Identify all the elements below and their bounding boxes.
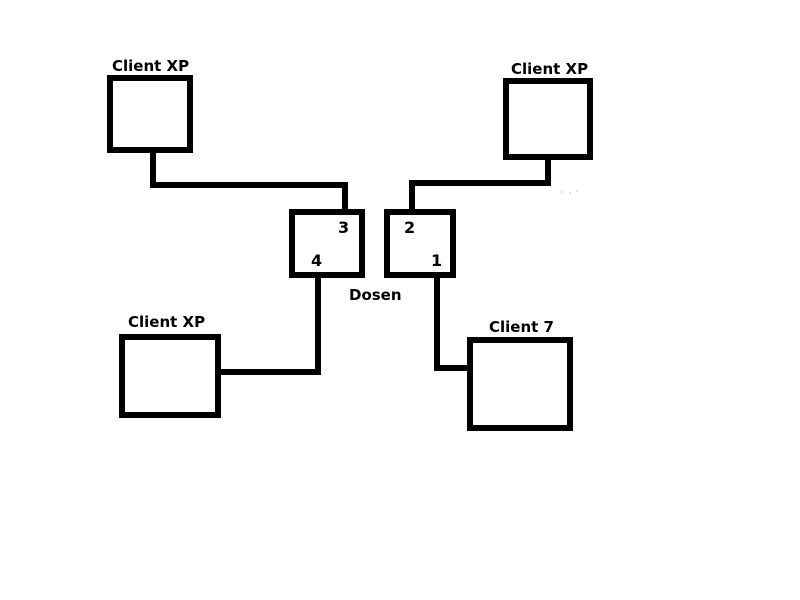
image-speck-1 bbox=[561, 191, 563, 193]
node-label-client-7-bottom-right: Client 7 bbox=[489, 318, 554, 336]
port-label-switch-left-3: 3 bbox=[338, 218, 350, 237]
node-boxes bbox=[107, 75, 593, 431]
group-label-dosen: Dosen bbox=[349, 286, 402, 304]
connection-lines bbox=[150, 150, 551, 375]
node-box-client-xp-bottom-left[interactable] bbox=[119, 334, 221, 418]
link-port4-to-bottomleft bbox=[218, 275, 321, 375]
port-label-switch-right-1: 1 bbox=[431, 251, 443, 270]
node-box-switch-right[interactable] bbox=[384, 209, 456, 278]
image-speck-2 bbox=[569, 192, 571, 194]
node-box-client-7-bottom-right[interactable] bbox=[467, 337, 573, 431]
node-label-client-xp-bottom-left: Client XP bbox=[128, 313, 206, 331]
port-label-switch-left-4: 4 bbox=[311, 251, 323, 270]
link-topright-to-port2 bbox=[409, 157, 551, 212]
node-label-client-xp-top-right: Client XP bbox=[511, 60, 589, 78]
node-box-client-xp-top-right[interactable] bbox=[503, 78, 593, 160]
node-label-client-xp-top-left: Client XP bbox=[112, 57, 190, 75]
port-label-switch-right-2: 2 bbox=[404, 218, 416, 237]
node-box-switch-left[interactable] bbox=[289, 209, 365, 278]
node-box-client-xp-top-left[interactable] bbox=[107, 75, 193, 153]
image-speck-3 bbox=[576, 190, 578, 192]
link-port1-to-client7 bbox=[434, 275, 470, 371]
link-topleft-to-port3 bbox=[150, 150, 348, 212]
